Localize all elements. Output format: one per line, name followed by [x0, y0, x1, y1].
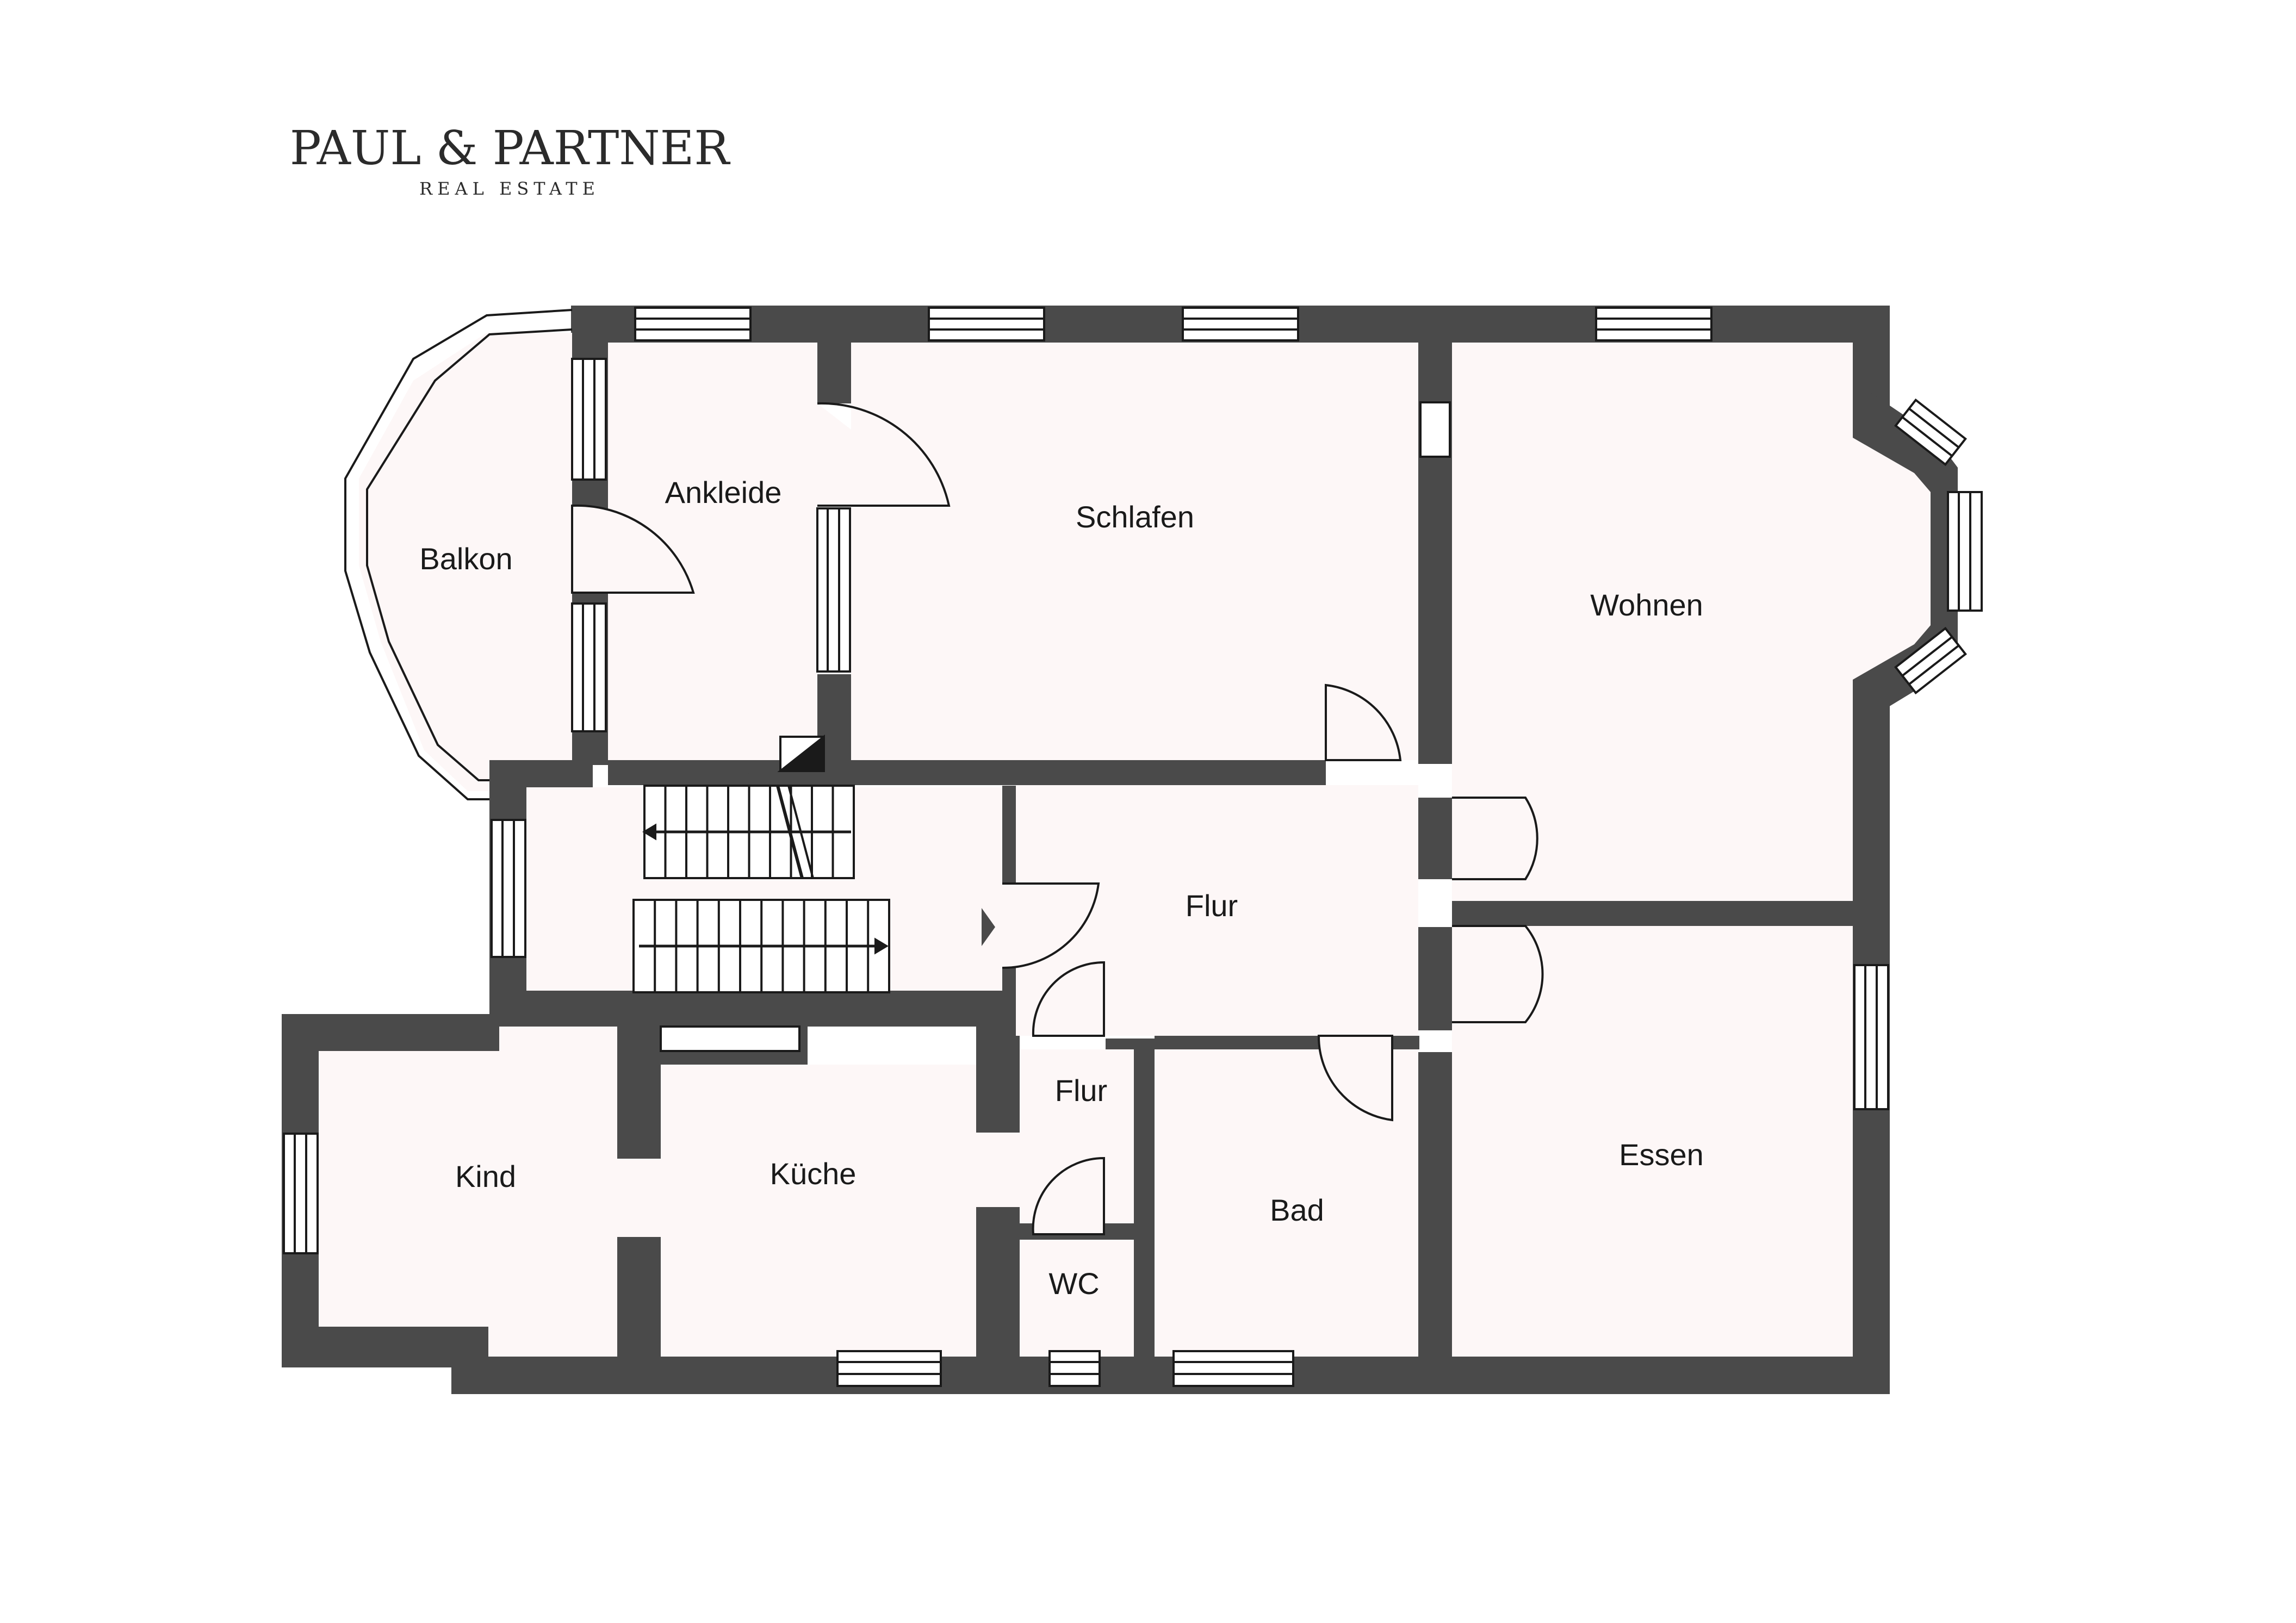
- brand-tagline: REAL ESTATE: [419, 178, 600, 199]
- schlafen-floor: [851, 343, 1418, 760]
- label-bad: Bad: [1270, 1193, 1324, 1227]
- window-bay-center: [1947, 491, 1983, 612]
- window-wc: [1048, 1350, 1101, 1387]
- door-wohnen: [1452, 797, 1538, 880]
- label-balkon: Balkon: [419, 542, 512, 576]
- window-balkon-1: [571, 358, 607, 481]
- door-schlafen-flur: [1325, 683, 1402, 761]
- door-essen: [1452, 925, 1544, 1023]
- staircase: [632, 734, 890, 993]
- window-schlafen-1: [928, 307, 1045, 341]
- balkon-floor: [359, 333, 572, 791]
- window-ankleide: [634, 307, 752, 341]
- label-flur: Flur: [1186, 888, 1238, 923]
- label-wohnen: Wohnen: [1590, 588, 1703, 622]
- label-essen: Essen: [1619, 1137, 1704, 1172]
- window-balkon-2: [571, 602, 607, 732]
- kind-floor: [319, 1027, 617, 1357]
- door-bad: [1317, 1035, 1393, 1122]
- label-kueche: Küche: [770, 1156, 857, 1191]
- brand-name: PAUL & PARTNER: [290, 121, 731, 176]
- stair-arrow-marker: [982, 908, 995, 946]
- wall-niche: [1419, 401, 1451, 458]
- window-bay-top: [1894, 398, 1967, 467]
- label-schlafen: Schlafen: [1076, 500, 1194, 534]
- room-labels: Balkon Ankleide Schlafen Wohnen Flur Ess…: [419, 475, 1703, 1301]
- kitchen-niche: [660, 1025, 801, 1052]
- window-schlafen-2: [1182, 307, 1299, 341]
- window-ankleide-schlafen: [816, 507, 851, 673]
- door-wc: [1032, 1156, 1105, 1235]
- label-wc: WC: [1048, 1266, 1099, 1301]
- doors: [571, 402, 1544, 1235]
- door-flur-small: [1032, 961, 1105, 1037]
- balcony-railing: [344, 309, 573, 800]
- wc-floor: [1020, 1240, 1134, 1357]
- window-kind: [283, 1133, 319, 1254]
- window-stair: [491, 819, 526, 958]
- wohnen-bay-floor: [1853, 438, 1931, 680]
- window-essen: [1853, 964, 1889, 1110]
- window-kueche: [836, 1350, 942, 1387]
- label-kind: Kind: [455, 1159, 516, 1193]
- label-ankleide: Ankleide: [665, 475, 782, 509]
- kind-kueche-opening: [617, 1159, 661, 1237]
- kueche-flur-opening: [976, 1133, 1020, 1207]
- window-bad: [1172, 1350, 1294, 1387]
- door-stair: [1002, 882, 1100, 969]
- window-bay-bottom: [1894, 626, 1967, 695]
- door-balkon: [571, 504, 695, 594]
- window-wohnen: [1595, 307, 1712, 341]
- door-schlafen: [817, 402, 951, 507]
- windows: [283, 307, 1983, 1387]
- label-flur-small: Flur: [1055, 1073, 1107, 1108]
- kueche-floor: [661, 1065, 976, 1357]
- brand-logo: PAUL & PARTNER REAL ESTATE: [290, 121, 731, 199]
